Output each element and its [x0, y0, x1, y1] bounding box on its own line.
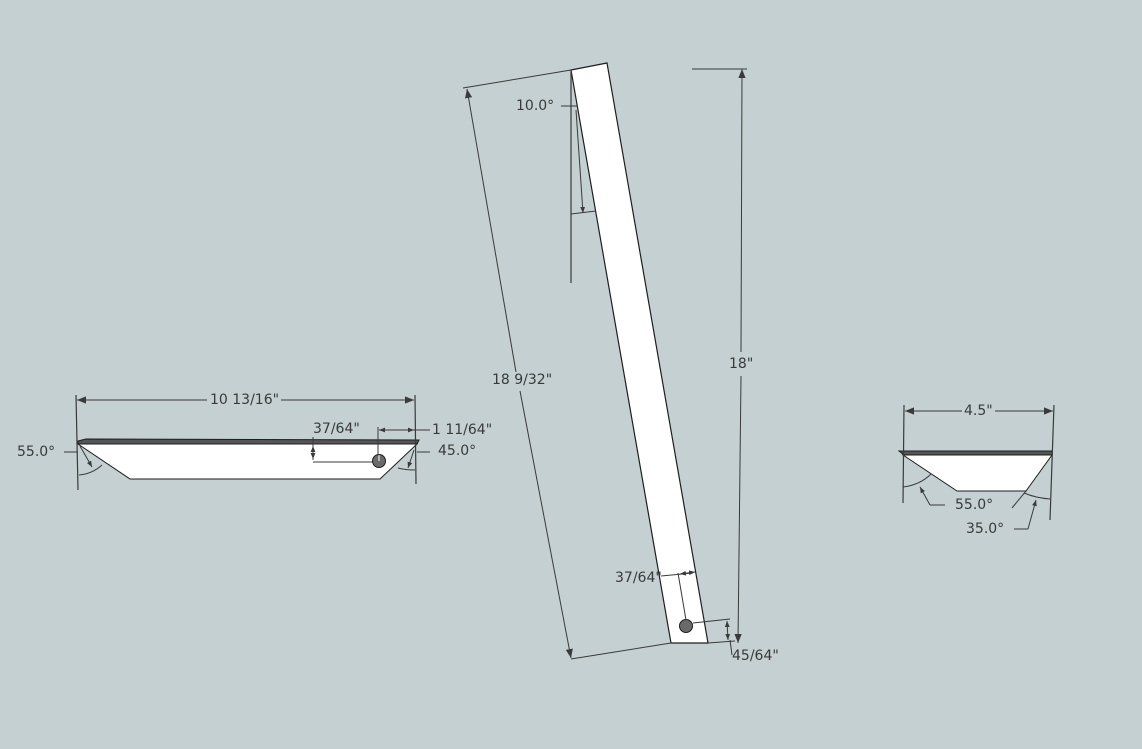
center-leg-face	[570, 62, 709, 644]
right-piece-length-label: 4.5"	[962, 403, 995, 419]
center-leg-hole-side-label: 37/64"	[615, 570, 662, 586]
left-piece-angle-right-label: 45.0°	[438, 443, 477, 459]
center-leg-hole	[679, 619, 693, 633]
left-piece-length-label: 10 13/16"	[208, 392, 282, 408]
center-leg-angle-label: 10.0°	[516, 98, 555, 114]
right-piece-angle-left-label: 55.0°	[955, 497, 994, 513]
center-leg-height-label: 18"	[727, 356, 756, 372]
left-piece	[64, 394, 430, 491]
left-piece-angle-left-label: 55.0°	[17, 444, 56, 460]
right-piece	[897, 404, 1055, 530]
right-piece-face	[901, 454, 1053, 492]
center-leg-slanted-length-label: 18 9/32"	[490, 372, 555, 388]
center-leg-hole-bottom-label: 45/64"	[732, 648, 779, 664]
left-piece-top-edge	[77, 438, 420, 445]
left-piece-face	[76, 443, 419, 480]
center-leg	[462, 62, 747, 660]
right-piece-angle-right-label: 35.0°	[966, 521, 1005, 537]
left-piece-hole-vertical-label: 37/64"	[313, 421, 360, 437]
right-piece-top-edge	[897, 450, 1053, 456]
left-piece-hole-end-label: 1 11/64"	[432, 422, 493, 438]
